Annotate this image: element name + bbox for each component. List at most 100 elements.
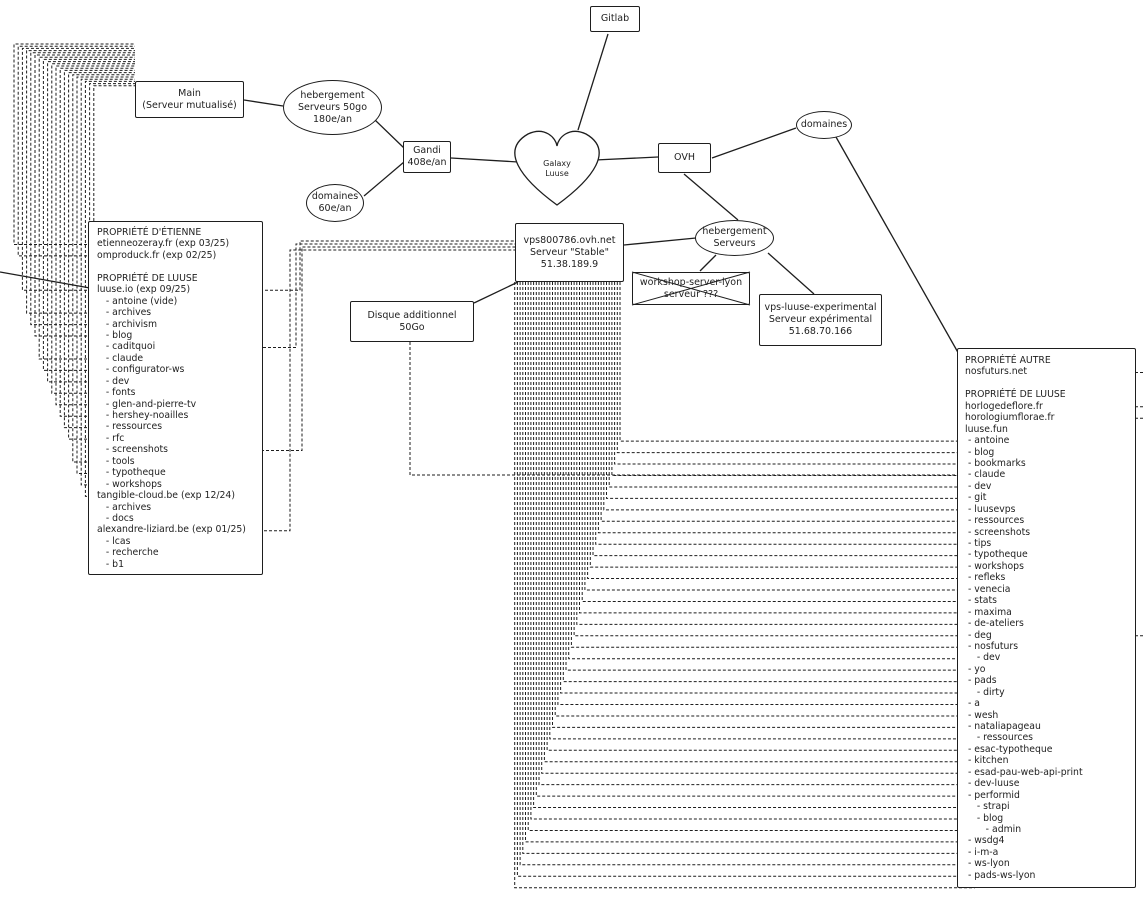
main-subtitle: (Serveur mutualisé): [142, 99, 237, 111]
list-item: - hershey-noailles: [97, 410, 189, 421]
dashed-link-right-0: [619, 282, 975, 442]
edge-vps-hebergement: [623, 237, 697, 246]
list-item: - ressources: [97, 421, 163, 433]
edge-gandi-galaxy: [450, 157, 519, 163]
dashed-link-left-1: [17, 45, 135, 257]
hebergement-gandi-node[interactable]: hebergement Serveurs 50go 180e/an: [283, 80, 382, 135]
dashed-link-left-5: [34, 54, 135, 337]
dashed-link-left-0: [13, 43, 135, 245]
dashed-link-left-12: [63, 69, 135, 429]
dashed-link-left-13: [68, 72, 135, 440]
dashed-links-right: [514, 282, 1143, 889]
vps-description: Serveur "Stable": [529, 246, 610, 258]
dashed-link-right-25: [552, 282, 975, 728]
list-item: horologiumflorae.fr: [965, 412, 1055, 424]
list-item: etienneozeray.fr (exp 03/25): [97, 238, 230, 250]
edge-left-offpage: [0, 271, 91, 289]
list-item: - dirty: [965, 686, 1005, 698]
list-item: - claude: [965, 469, 1006, 481]
vps-stable-node[interactable]: vps800786.ovh.net Serveur "Stable" 51.38…: [515, 223, 624, 282]
dashed-link-right-27: [546, 282, 975, 751]
list-item: alexandre-liziard.be (exp 01/25): [97, 524, 246, 536]
dashed-link-right-19: [568, 282, 975, 660]
dashed-link-right-33: [530, 282, 975, 820]
ovh-node[interactable]: OVH: [658, 143, 711, 173]
dashed-link-left-16: [80, 78, 135, 486]
edge-vps-disque: [473, 281, 519, 304]
domaines-ovh-node[interactable]: domaines: [796, 111, 852, 139]
list-item: - antoine: [965, 435, 1010, 447]
dashed-link-left-15: [76, 76, 135, 474]
dashed-link-right-36: [522, 282, 975, 854]
dashed-link-left-3: [26, 50, 135, 314]
vps-experimental-node[interactable]: vps-luuse-experimental Serveur expérimen…: [759, 294, 882, 346]
list-item: - i-m-a: [965, 846, 999, 858]
gitlab-node[interactable]: Gitlab: [590, 6, 640, 32]
dashed-link-right-37: [519, 282, 975, 866]
list-item: PROPRIÉTÉ D'ÉTIENNE: [97, 227, 202, 238]
list-item: - blog: [965, 812, 1004, 824]
list-item: - ws-lyon: [965, 858, 1010, 870]
workshop-server-subtitle: serveur ???: [663, 288, 719, 300]
dashed-link-right-26: [549, 282, 975, 740]
list-item: - blog: [965, 446, 995, 458]
list-item: - a: [965, 698, 980, 710]
dashed-link-right-12: [587, 282, 975, 580]
list-item: - kitchen: [965, 755, 1009, 767]
dashed-link-right-8: [597, 282, 975, 534]
list-item: - dev: [965, 480, 992, 492]
list-item: - fonts: [97, 387, 136, 399]
list-item: - luusevps: [965, 503, 1016, 515]
edge-galaxy-gitlab: [577, 33, 609, 131]
list-item: - wesh: [965, 709, 999, 721]
list-item: - dev: [97, 375, 130, 387]
dashed-link-right-24: [554, 282, 975, 717]
vps-ip: 51.38.189.9: [540, 258, 599, 270]
galaxy-title: Galaxy: [543, 159, 571, 168]
dashed-link-right-20: [565, 282, 975, 671]
main-node[interactable]: Main (Serveur mutualisé): [135, 81, 244, 118]
disque-additionnel-node[interactable]: Disque additionnel 50Go: [350, 301, 474, 342]
list-item: omproduck.fr (exp 02/25): [97, 249, 217, 261]
dashed-link-right-16: [576, 282, 975, 625]
workshop-server-node[interactable]: workshop-server-lyon serveur ???: [632, 272, 750, 305]
list-item: - nosfuturs: [965, 640, 1019, 652]
dashed-link-right-6: [603, 282, 975, 511]
hebergement-ovh-title: hebergement: [702, 226, 767, 237]
hebergement-ovh-subtitle: Serveurs: [713, 238, 756, 249]
list-item: - git: [965, 492, 987, 504]
dashed-link-right-18: [570, 282, 975, 648]
dashed-link-right-30: [538, 282, 975, 786]
galaxy-heart-shape: [514, 130, 600, 206]
list-item: - archives: [97, 307, 152, 319]
list-item: - tools: [97, 455, 135, 467]
dashed-link-right-14: [581, 282, 975, 602]
list-item: - archives: [97, 501, 152, 513]
hebergement-ovh-node[interactable]: hebergement Serveurs: [695, 220, 774, 256]
list-item: - b1: [97, 558, 124, 570]
list-item: - claude: [97, 352, 144, 364]
list-item: - dev: [965, 652, 1001, 664]
list-item: - bookmarks: [965, 457, 1026, 469]
workshop-strike-2: [631, 271, 751, 306]
dashed-link-left-7: [42, 58, 135, 371]
list-item: - de-ateliers: [965, 618, 1024, 630]
edge-main-hebergement: [243, 99, 284, 107]
dashed-link-left-4: [30, 52, 135, 326]
list-item: PROPRIÉTÉ DE LUUSE: [965, 389, 1066, 401]
dashed-link-right-31: [535, 282, 975, 797]
dashed-link-left-6: [38, 56, 135, 360]
list-item: luuse.fun: [965, 423, 1008, 435]
gandi-node[interactable]: Gandi 408e/an: [403, 141, 451, 173]
list-item: - configurator-ws: [97, 364, 185, 376]
domaines-gandi-node[interactable]: domaines 60e/an: [306, 184, 364, 222]
dashed-link-right-5: [606, 282, 975, 499]
list-item: - typotheque: [97, 467, 166, 479]
galaxy-node[interactable]: Galaxy Luuse: [527, 156, 587, 182]
dashed-link-left-10: [55, 65, 135, 406]
edge-galaxy-ovh: [594, 156, 659, 161]
hebergement-gandi-title: hebergement: [300, 89, 365, 101]
dashed-link-left-2: [21, 47, 135, 291]
